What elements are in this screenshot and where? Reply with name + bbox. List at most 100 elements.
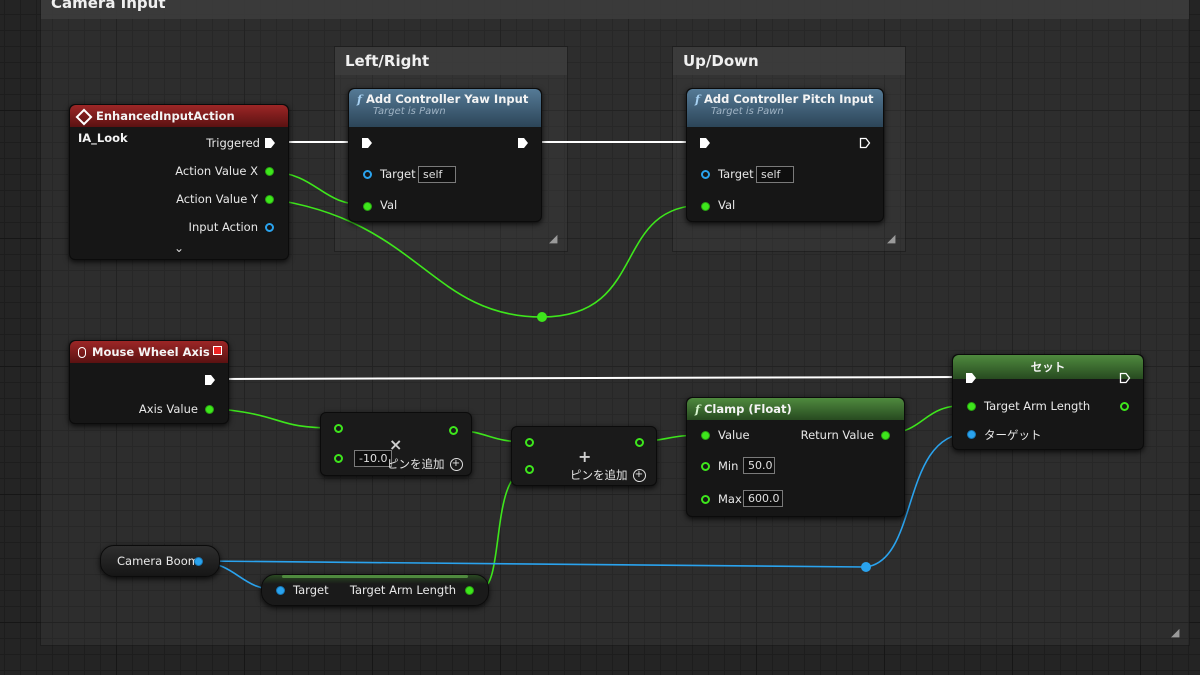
function-icon: f	[357, 92, 362, 106]
comment-title: Left/Right	[335, 47, 567, 75]
node-title: EnhancedInputAction IA_Look	[78, 109, 235, 145]
float-wire	[209, 407, 337, 429]
target-value-field[interactable]: self	[756, 166, 794, 183]
add-input-b-pin[interactable]	[525, 465, 534, 474]
event-delegate-icon[interactable]	[213, 346, 222, 355]
val-pin[interactable]	[701, 202, 710, 211]
exec-pin-in[interactable]	[699, 137, 711, 149]
val-label: Val	[380, 198, 398, 212]
target-pin[interactable]	[363, 170, 372, 179]
action-y-pin[interactable]	[265, 195, 274, 204]
axis-value-label: Axis Value	[138, 402, 198, 416]
node-accent-bar	[282, 575, 468, 578]
node-header: セット	[953, 355, 1143, 379]
exec-pin-out[interactable]	[264, 137, 276, 149]
node-title: Add Controller Pitch Input	[703, 92, 874, 106]
return-value-label: Return Value	[800, 428, 874, 442]
value-label: Value	[718, 428, 750, 442]
resize-grip-icon[interactable]: ◢	[887, 232, 896, 245]
axis-value-pin[interactable]	[205, 405, 214, 414]
comment-title: Up/Down	[673, 47, 905, 75]
exec-pin-in[interactable]	[965, 372, 977, 384]
function-icon: f	[695, 92, 700, 106]
mouse-icon	[78, 347, 86, 358]
input-action-label: Input Action	[188, 220, 258, 234]
action-x-pin[interactable]	[265, 167, 274, 176]
enhanced-input-node[interactable]: EnhancedInputAction IA_Look Triggered Ac…	[69, 104, 289, 260]
exec-pin-out[interactable]	[204, 374, 216, 386]
arm-length-output-pin[interactable]	[465, 586, 474, 595]
exec-pin-out-empty[interactable]	[859, 137, 871, 149]
add-pin-label: ピンを追加	[387, 457, 445, 471]
exec-pin-out-empty[interactable]	[1119, 372, 1131, 384]
arm-length-input-pin[interactable]	[967, 402, 976, 411]
add-input-a-pin[interactable]	[525, 438, 534, 447]
arm-length-label: Target Arm Length	[349, 583, 456, 597]
plus-circle-icon: +	[632, 469, 646, 482]
add-pin-button[interactable]: ピンを追加 +	[387, 456, 463, 472]
node-subtitle: Target is Pawn	[711, 106, 784, 117]
set-node[interactable]: セット Target Arm Length ターゲット	[952, 354, 1144, 450]
return-value-pin[interactable]	[881, 431, 890, 440]
add-icon: +	[578, 447, 592, 466]
reroute-knot	[537, 312, 547, 322]
multiply-input-b-pin[interactable]	[334, 454, 343, 463]
action-x-label: Action Value X	[175, 164, 258, 178]
target-label: Target	[293, 583, 329, 597]
node-title: Clamp (Float)	[703, 402, 792, 416]
camera-boom-label: Camera Boom	[117, 554, 199, 568]
target-label: Target	[718, 167, 754, 181]
comment-title: Camera Input	[41, 0, 1189, 19]
val-pin[interactable]	[363, 202, 372, 211]
target-value-field[interactable]: self	[418, 166, 456, 183]
max-label: Max	[718, 492, 742, 506]
camera-boom-pin[interactable]	[194, 557, 203, 566]
add-pin-button[interactable]: ピンを追加 +	[570, 467, 646, 483]
exec-pin-in[interactable]	[361, 137, 373, 149]
multiply-output-pin[interactable]	[449, 426, 458, 435]
val-label: Val	[718, 198, 736, 212]
value-input-pin[interactable]	[701, 431, 710, 440]
event-diamond-icon	[75, 108, 93, 125]
exec-pin-out[interactable]	[517, 137, 529, 149]
max-value-field[interactable]: 600.0	[743, 490, 783, 507]
node-title: セット	[1030, 360, 1066, 374]
target-label: ターゲット	[984, 428, 1042, 442]
multiply-icon: ×	[389, 435, 403, 454]
plus-circle-icon: +	[449, 458, 463, 471]
reroute-knot	[861, 562, 871, 572]
mouse-wheel-node[interactable]: Mouse Wheel Axis Axis Value	[69, 340, 229, 424]
multiply-value-field[interactable]: -10.0	[354, 450, 392, 467]
node-title: Add Controller Yaw Input	[365, 92, 529, 106]
input-action-pin[interactable]	[265, 223, 274, 232]
add-pin-label: ピンを追加	[570, 468, 628, 482]
target-label: Target	[380, 167, 416, 181]
add-output-pin[interactable]	[635, 438, 644, 447]
target-pin[interactable]	[276, 586, 285, 595]
multiply-node[interactable]: -10.0 × ピンを追加 +	[320, 412, 472, 476]
camera-boom-node[interactable]: Camera Boom	[100, 545, 220, 577]
min-pin[interactable]	[701, 462, 710, 471]
chevron-down-icon[interactable]: ⌄	[174, 241, 185, 255]
object-wire	[865, 432, 971, 568]
target-pin[interactable]	[967, 430, 976, 439]
arm-length-output-pin[interactable]	[1120, 402, 1129, 411]
target-pin[interactable]	[701, 170, 710, 179]
resize-grip-icon[interactable]: ◢	[1171, 626, 1180, 639]
action-y-label: Action Value Y	[176, 192, 258, 206]
multiply-input-a-pin[interactable]	[334, 424, 343, 433]
max-pin[interactable]	[701, 495, 710, 504]
min-label: Min	[718, 459, 739, 473]
function-icon: f	[695, 402, 700, 416]
get-arm-length-node[interactable]: Target Target Arm Length	[261, 574, 489, 606]
resize-grip-icon[interactable]: ◢	[549, 232, 558, 245]
node-header: EnhancedInputAction IA_Look	[70, 105, 288, 145]
add-node[interactable]: + ピンを追加 +	[511, 426, 657, 486]
min-value-field[interactable]: 50.0	[743, 457, 775, 474]
